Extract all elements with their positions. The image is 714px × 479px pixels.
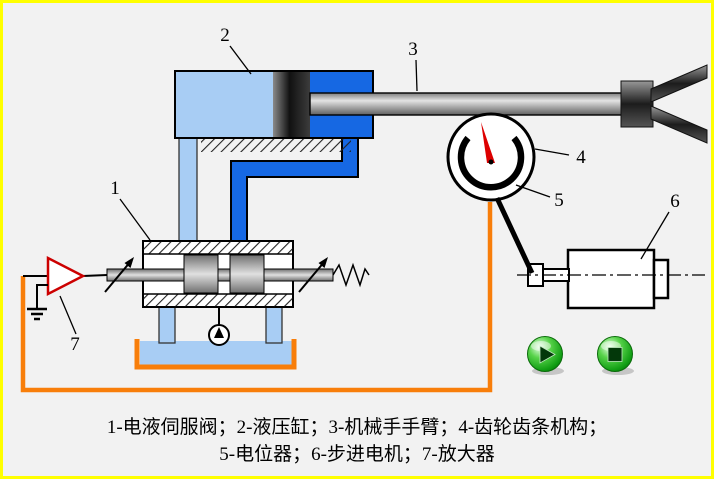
gripper-lower-jaw — [650, 105, 708, 144]
motor-end-cap — [652, 258, 670, 300]
caption-line-1: 1-电液伺服阀；2-液压缸；3-机械手手臂；4-齿轮齿条机构； — [107, 416, 607, 438]
hydraulic-pipes — [158, 135, 359, 344]
ground-lead — [36, 284, 48, 309]
gripper-base — [620, 80, 654, 128]
leader-4 — [534, 148, 570, 156]
manipulator-arm — [309, 92, 626, 116]
link-rod — [494, 196, 535, 275]
spool-land-right — [229, 254, 265, 294]
stop-button[interactable] — [597, 336, 635, 376]
servo-system-diagram: 1 2 3 4 5 6 7 1-电液伺服阀；2-液压缸；3-机械手手臂；4-齿轮… — [20, 25, 708, 465]
part-labels: 1 2 3 4 5 6 7 — [70, 25, 680, 355]
motor-body — [566, 248, 656, 310]
feedback-wire-path — [20, 202, 493, 393]
valve-top-hatch — [142, 240, 294, 255]
valve-bottom-hatch — [142, 293, 294, 308]
caption: 1-电液伺服阀；2-液压缸；3-机械手手臂；4-齿轮齿条机构； 5-电位器；6-… — [107, 416, 607, 465]
return-pipe-left — [178, 135, 198, 245]
servo-valve — [104, 240, 370, 308]
label-cylinder: 2 — [220, 25, 230, 46]
amplifier — [27, 255, 108, 321]
leader-3 — [415, 59, 418, 92]
play-button-gloss — [531, 341, 551, 351]
caption-line-2: 5-电位器；6-步进电机；7-放大器 — [219, 443, 494, 465]
cylinder-left-chamber — [176, 72, 273, 137]
gear-potentiometer — [446, 112, 536, 202]
amplifier-triangle-icon — [46, 255, 86, 297]
needle-pivot — [488, 159, 494, 165]
label-servo-valve: 1 — [110, 178, 120, 199]
tank-wall — [134, 339, 297, 370]
pump-arrow-icon — [214, 327, 224, 338]
label-potentiometer: 5 — [554, 190, 564, 211]
stop-icon — [607, 347, 623, 362]
ground-icon — [27, 307, 47, 321]
label-amplifier: 7 — [70, 334, 80, 355]
pump — [208, 307, 230, 346]
valve-spring-icon — [332, 262, 370, 288]
amplifier-output-lead — [82, 274, 108, 277]
label-gear-rack: 4 — [576, 147, 586, 168]
leader-6 — [640, 211, 670, 260]
stepper-motor — [517, 248, 705, 310]
leader-7 — [59, 295, 77, 335]
gripper-upper-jaw — [650, 64, 708, 103]
part-label-leaders — [59, 45, 670, 335]
tank-pipe-left — [158, 305, 176, 344]
gripper — [620, 64, 708, 144]
leader-2 — [229, 45, 252, 75]
tank-pipe-right — [265, 305, 283, 344]
play-icon — [539, 345, 556, 364]
potentiometer-needle — [481, 122, 495, 163]
play-button[interactable] — [527, 336, 565, 376]
label-stepper-motor: 6 — [670, 191, 680, 212]
valve-left-arrow-icon — [104, 257, 134, 293]
potentiometer-track — [457, 135, 525, 191]
spool-land-left — [183, 254, 219, 294]
pressure-pipe-outline — [230, 136, 359, 243]
pressure-pipe — [232, 136, 357, 243]
leader-5 — [515, 184, 551, 198]
cylinder-mount-hatch — [201, 138, 351, 152]
valve-right-arrow-icon — [298, 257, 328, 293]
feedback-wire — [20, 202, 493, 393]
leader-1 — [119, 198, 151, 241]
piston — [273, 72, 310, 137]
spool-rod — [106, 268, 334, 282]
label-arm: 3 — [408, 39, 418, 60]
